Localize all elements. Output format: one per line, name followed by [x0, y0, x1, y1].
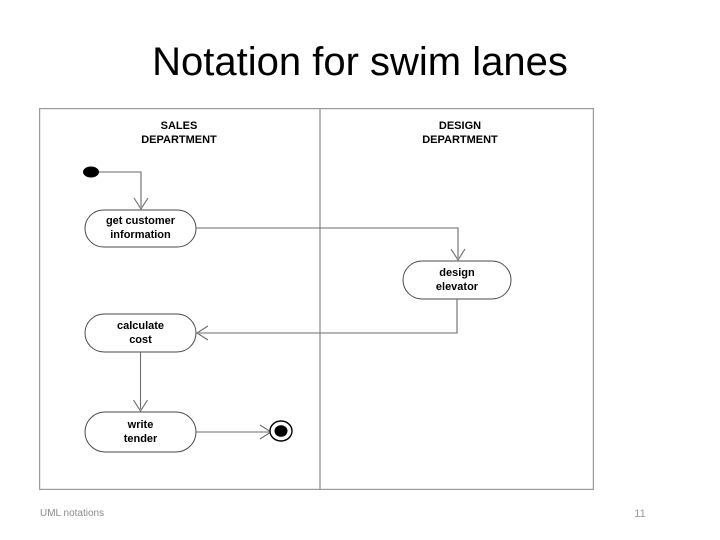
lane-header-sales-line1: SALES — [161, 120, 198, 132]
transition-start-to-get-customer-information — [99, 171, 149, 211]
activity-write-tender-label-line2: tender — [124, 433, 158, 445]
swimlane-diagram: SALES DEPARTMENT DESIGN DEPARTMENT get c… — [39, 108, 594, 490]
transition-calculate-cost-to-write-tender — [133, 352, 148, 413]
activity-get-customer-information-label-line2: information — [110, 229, 171, 241]
transition-design-elevator-to-calculate-cost — [195, 299, 458, 341]
activity-write-tender[interactable]: write tender — [84, 411, 197, 453]
page-title: Notation for swim lanes — [152, 40, 568, 84]
final-node — [269, 420, 293, 442]
activity-get-customer-information[interactable]: get customer information — [84, 209, 197, 248]
lane-header-sales: SALES DEPARTMENT — [141, 120, 217, 146]
lane-header-design-line2: DEPARTMENT — [422, 134, 498, 146]
activity-calculate-cost-label-line2: cost — [129, 334, 152, 346]
lane-header-design: DESIGN DEPARTMENT — [422, 120, 498, 146]
transition-write-tender-to-end — [196, 424, 273, 440]
initial-node — [83, 166, 99, 178]
footer-label: UML notations — [40, 508, 105, 519]
lane-header-design-line1: DESIGN — [439, 120, 481, 132]
activity-calculate-cost[interactable]: calculate cost — [84, 313, 197, 353]
activity-design-elevator-label-line2: elevator — [436, 281, 479, 293]
activity-design-elevator-label-line1: design — [439, 267, 475, 279]
activity-calculate-cost-label-line1: calculate — [117, 320, 164, 332]
lane-header-sales-line2: DEPARTMENT — [141, 134, 217, 146]
page-number: 11 — [634, 508, 646, 520]
activity-write-tender-label-line1: write — [127, 419, 154, 431]
swimlane-frame — [39, 108, 594, 490]
transition-get-customer-information-to-design-elevator — [196, 227, 466, 262]
activity-design-elevator[interactable]: design elevator — [402, 260, 512, 300]
activity-get-customer-information-label-line1: get customer — [106, 215, 176, 227]
